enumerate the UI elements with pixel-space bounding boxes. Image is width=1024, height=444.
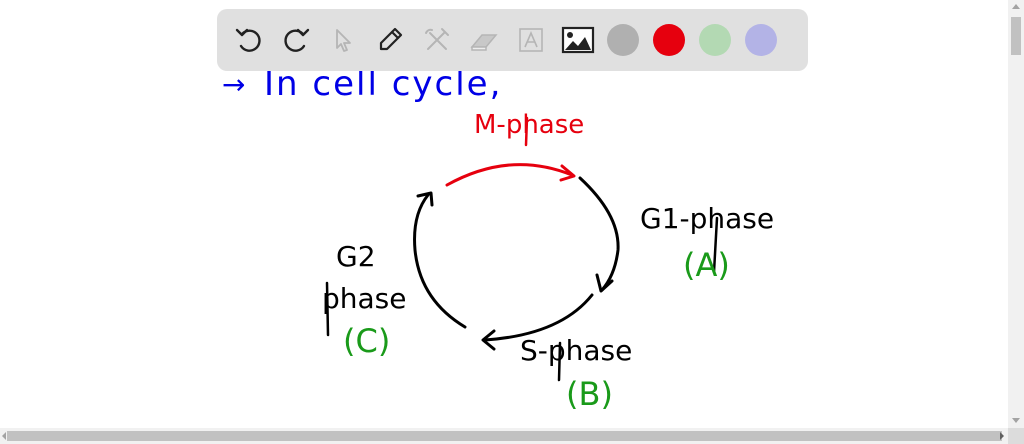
s-letter-label: (B) bbox=[566, 375, 613, 413]
tools-button[interactable] bbox=[419, 22, 455, 58]
vertical-scroll-thumb[interactable] bbox=[1011, 17, 1021, 55]
s-phase-label: S-phase bbox=[520, 334, 633, 367]
g2-letter-label: (C) bbox=[343, 322, 391, 360]
color-purple-swatch[interactable] bbox=[745, 24, 777, 56]
pen-icon bbox=[379, 27, 403, 51]
vertical-scrollbar[interactable] bbox=[1008, 0, 1024, 428]
undo-icon bbox=[235, 28, 261, 52]
scroll-up-arrow-icon[interactable] bbox=[1012, 4, 1020, 9]
m-phase-arrow bbox=[445, 163, 574, 187]
g2-title-label: G2 bbox=[336, 240, 376, 273]
color-gray-swatch[interactable] bbox=[607, 24, 639, 56]
horizontal-scrollbar[interactable] bbox=[0, 428, 1008, 444]
g1-letter-label: (A) bbox=[683, 246, 730, 284]
scroll-down-arrow-icon[interactable] bbox=[1012, 418, 1020, 423]
drawing-toolbar bbox=[217, 9, 808, 71]
scrollbar-corner bbox=[1008, 428, 1024, 444]
redo-icon bbox=[284, 28, 310, 52]
g1-arrow bbox=[578, 176, 620, 292]
select-button[interactable] bbox=[325, 22, 361, 58]
scroll-right-arrow-icon[interactable] bbox=[1000, 432, 1004, 440]
tools-icon bbox=[425, 28, 449, 50]
heading-arrow: → bbox=[222, 68, 246, 101]
pointer-icon bbox=[336, 29, 351, 52]
image-button[interactable] bbox=[560, 22, 596, 58]
m-phase-label: M-phase bbox=[474, 110, 585, 140]
eraser-icon bbox=[470, 34, 498, 51]
horizontal-scroll-thumb[interactable] bbox=[7, 431, 1002, 441]
whiteboard-canvas[interactable]: → In cell cycle, M-phase G1-phase (A) S-… bbox=[0, 0, 1008, 428]
pen-button[interactable] bbox=[372, 22, 408, 58]
color-red-swatch[interactable] bbox=[653, 24, 685, 56]
text-button[interactable] bbox=[513, 22, 549, 58]
color-green-swatch[interactable] bbox=[699, 24, 731, 56]
image-icon bbox=[561, 26, 595, 54]
eraser-button[interactable] bbox=[466, 22, 502, 58]
text-box-icon bbox=[519, 28, 543, 52]
redo-button[interactable] bbox=[278, 22, 314, 58]
g1-phase-label: G1-phase bbox=[640, 202, 775, 235]
cycle-diagram bbox=[325, 116, 719, 382]
undo-button[interactable] bbox=[231, 22, 267, 58]
scroll-left-arrow-icon[interactable] bbox=[2, 432, 6, 440]
g2-phase-label: phase bbox=[322, 282, 407, 315]
s-phase-arrow bbox=[483, 293, 594, 342]
g2-arrow bbox=[413, 193, 467, 329]
